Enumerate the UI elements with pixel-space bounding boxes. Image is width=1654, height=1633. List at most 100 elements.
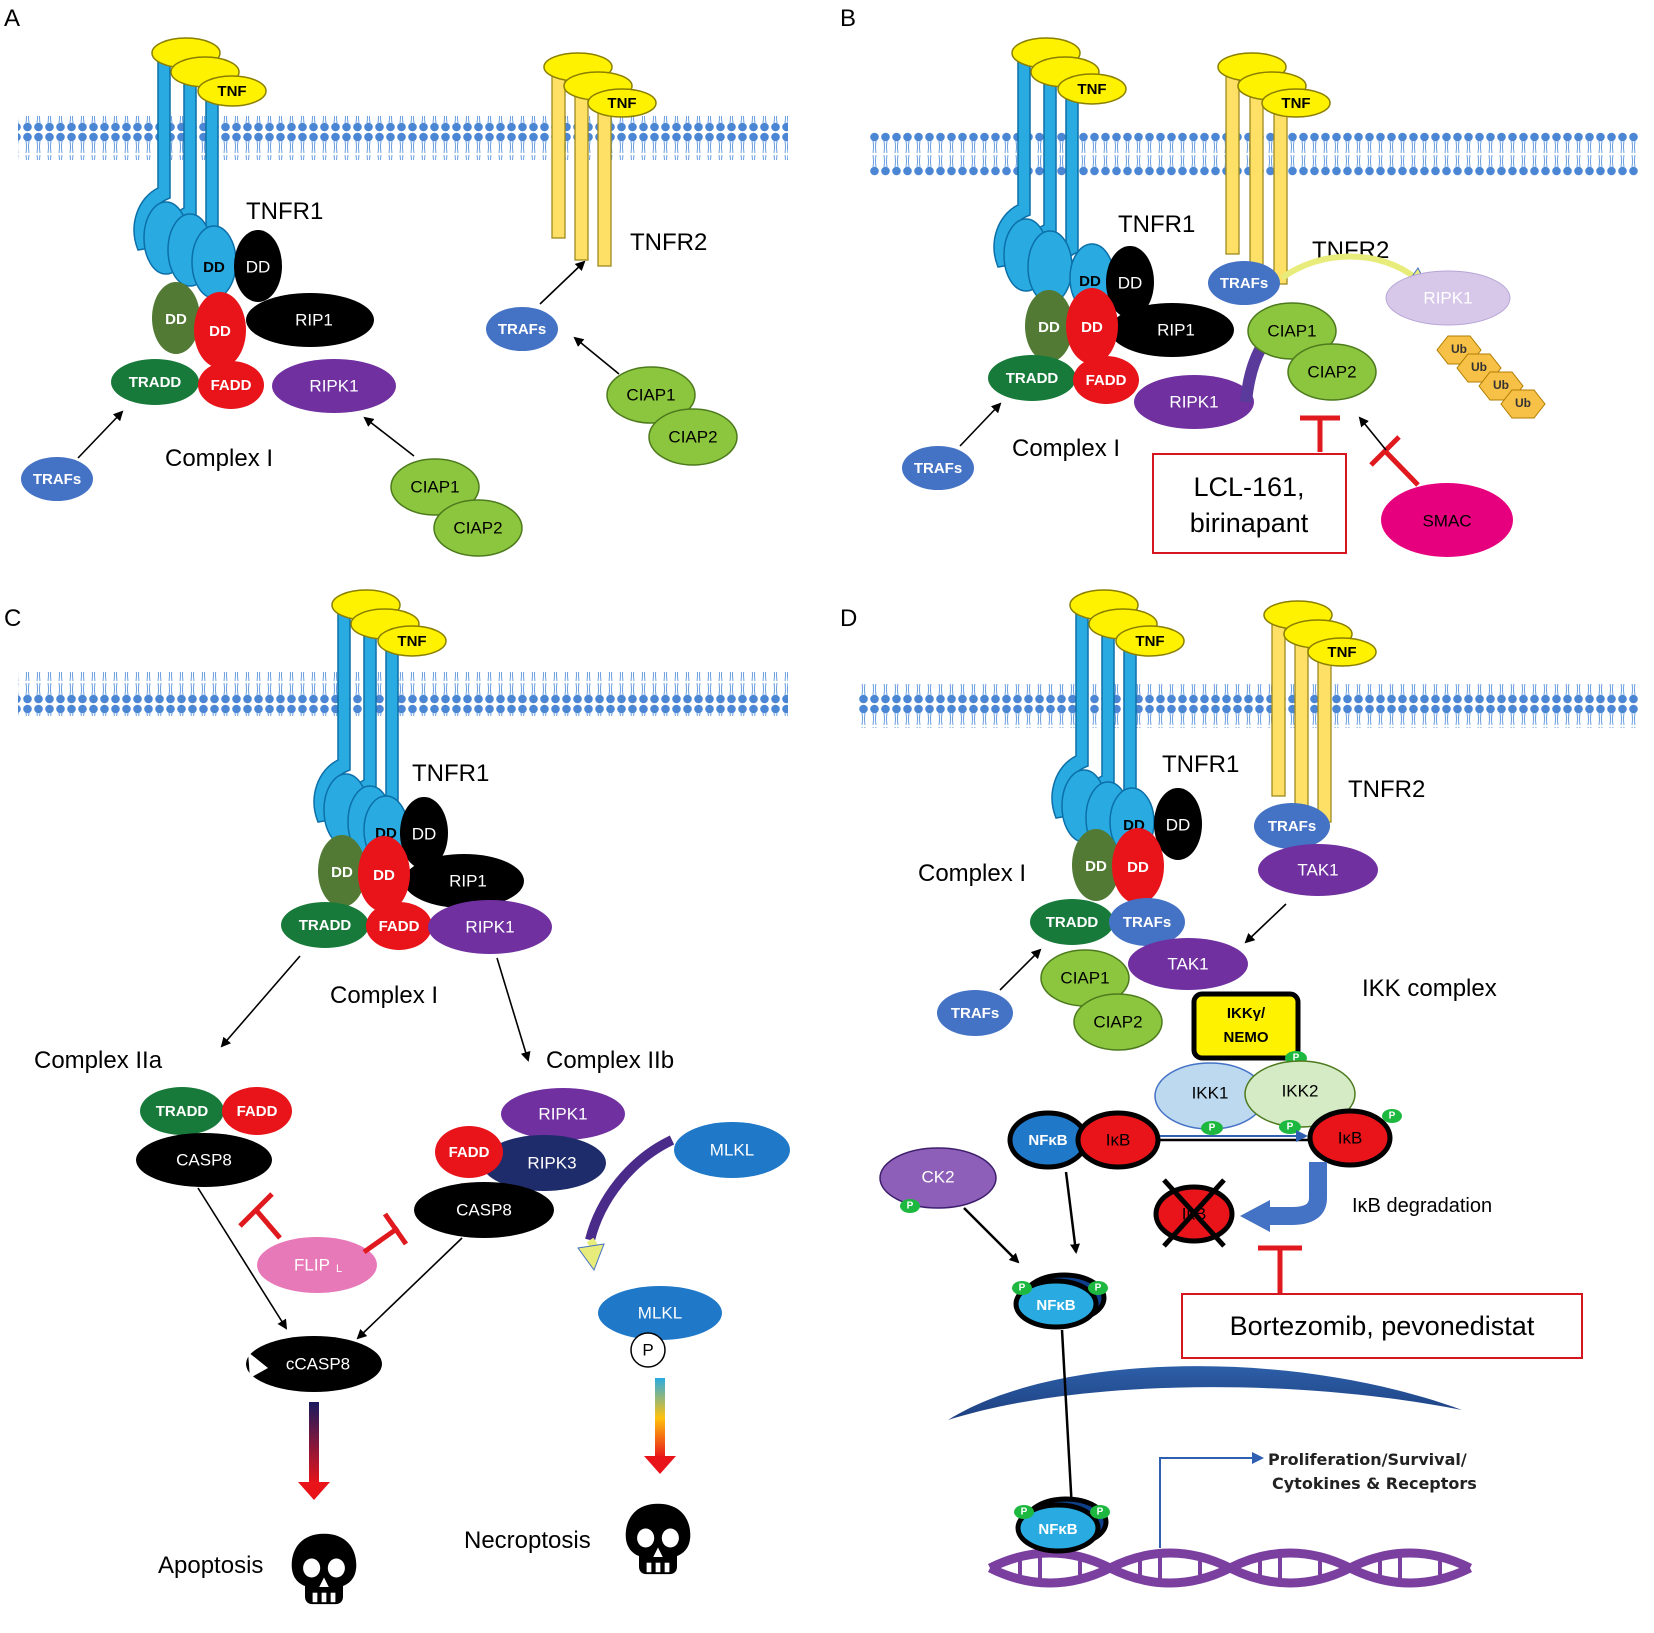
- svg-text:P: P: [907, 1201, 914, 1212]
- dd-red: DD: [1066, 288, 1118, 364]
- svg-text:TRADD: TRADD: [299, 917, 352, 934]
- mlkl-phosphorylated: MLKL: [598, 1286, 722, 1340]
- complex-iia-label: Complex IIa: [34, 1047, 163, 1074]
- ripk1: RIPK1: [272, 359, 396, 413]
- trafs-a2: TRAFs: [486, 307, 558, 351]
- outcome-line-2: Cytokines & Receptors: [1272, 1474, 1477, 1493]
- drug-name-d: Bortezomib, pevonedistat: [1230, 1311, 1535, 1341]
- arrow: [77, 410, 124, 459]
- svg-text:Ub: Ub: [1493, 378, 1509, 392]
- svg-text:RIP1: RIP1: [295, 310, 333, 329]
- arrow-to-nucleus: [1060, 1329, 1077, 1512]
- ripk1-ubiquitinated: RIPK1: [1385, 270, 1511, 326]
- phospho-tag: P: [1090, 1505, 1110, 1519]
- svg-text:CIAP1: CIAP1: [1060, 968, 1109, 987]
- complex-i-label: Complex I: [918, 860, 1026, 887]
- smac-inhibition-bar: [1369, 435, 1401, 467]
- tnf-trimer: TNF: [331, 589, 447, 657]
- svg-text:TAK1: TAK1: [1297, 860, 1338, 879]
- arrow: [363, 416, 415, 457]
- trafs-d2: TRAFs: [937, 990, 1013, 1036]
- ikk2: IKK2: [1244, 1060, 1356, 1128]
- svg-text:TRAFs: TRAFs: [951, 1005, 999, 1022]
- svg-text:TNF: TNF: [397, 633, 426, 650]
- drug-name-1: LCL-161,: [1193, 472, 1304, 502]
- dd-red: DD: [358, 836, 410, 912]
- svg-text:DD: DD: [1038, 319, 1060, 336]
- svg-text:TRAFs: TRAFs: [914, 460, 962, 477]
- svg-text:P: P: [1095, 1283, 1102, 1294]
- ikk-gamma-nemo: IKKγ/ NEMO: [1191, 991, 1301, 1061]
- tradd: TRADD: [988, 355, 1076, 401]
- svg-text:RIP1: RIP1: [1157, 320, 1195, 339]
- svg-text:FADD: FADD: [379, 918, 420, 935]
- svg-text:TNF: TNF: [1135, 633, 1164, 650]
- dd-red: DD: [194, 292, 246, 368]
- drug-box-d: [1181, 1293, 1583, 1359]
- svg-text:TNF: TNF: [1327, 644, 1356, 661]
- tnfr1-label: TNFR1: [1162, 751, 1239, 778]
- arrow: [963, 1207, 1020, 1264]
- dd-black: DD: [400, 797, 448, 869]
- tradd-iia: TRADD: [140, 1087, 224, 1135]
- svg-text:TNF: TNF: [607, 95, 636, 112]
- ciap1-d: CIAP1: [1040, 949, 1130, 1007]
- svg-text:P: P: [1097, 1507, 1104, 1518]
- ikb-phosphorylated: IκB: [1307, 1108, 1393, 1168]
- svg-text:CIAP2: CIAP2: [1307, 362, 1356, 381]
- svg-text:IKK2: IKK2: [1282, 1081, 1319, 1100]
- tnfr1-receptor: DD: [313, 611, 409, 865]
- tnf-trimer: TNF: [543, 52, 657, 118]
- svg-text:P: P: [1293, 1053, 1300, 1064]
- svg-text:CIAP2: CIAP2: [1093, 1012, 1142, 1031]
- ripk1: RIPK1: [1134, 375, 1254, 429]
- svg-text:DD: DD: [412, 824, 437, 843]
- svg-text:NFκB: NFκB: [1038, 1521, 1077, 1538]
- smac-inhibition: [1383, 449, 1420, 487]
- svg-text:RIPK1: RIPK1: [309, 376, 358, 395]
- skull-icon: [625, 1503, 691, 1575]
- svg-text:RIP1: RIP1: [449, 871, 487, 890]
- svg-text:CIAP2: CIAP2: [453, 518, 502, 537]
- transcription-arrow: [1159, 1452, 1264, 1548]
- tnf-label: TNF: [217, 83, 246, 100]
- svg-text:Ub: Ub: [1451, 342, 1467, 356]
- svg-text:MLKL: MLKL: [710, 1140, 754, 1159]
- mlkl: MLKL: [674, 1122, 790, 1178]
- ciap2-d: CIAP2: [1073, 993, 1163, 1051]
- rip1: RIP1: [404, 854, 524, 908]
- svg-text:CIAP2: CIAP2: [668, 427, 717, 446]
- svg-text:IκB: IκB: [1338, 1128, 1363, 1147]
- svg-text:CASP8: CASP8: [176, 1150, 232, 1169]
- ck2: CK2: [879, 1147, 997, 1209]
- dd-label: DD: [203, 259, 225, 276]
- tnf-trimer: TNF: [151, 37, 267, 107]
- tnfr1-receptor: DD: [133, 59, 237, 299]
- fadd-iib: FADD: [435, 1126, 503, 1178]
- trafs-d3: TRAFs: [1254, 803, 1330, 849]
- complex-i-label: Complex I: [165, 445, 273, 472]
- skull-icon: [291, 1533, 357, 1605]
- phospho-tag: P: [1088, 1281, 1108, 1295]
- arrow: [999, 948, 1042, 991]
- svg-text:RIPK1: RIPK1: [538, 1104, 587, 1123]
- svg-text:DD: DD: [1085, 858, 1107, 875]
- tnfr2-receptor: [1225, 67, 1288, 285]
- degradation-arrow: [1270, 1162, 1327, 1225]
- svg-text:DD: DD: [1166, 815, 1191, 834]
- ripk3-iib: RIPK3: [482, 1135, 606, 1191]
- tnfr2-label: TNFR2: [1348, 776, 1425, 803]
- panel-c: C DD TNF TNFR1 DD RIP1 DD DD TRADD FADD …: [4, 589, 790, 1605]
- necroptosis-arrow-shaft: [655, 1378, 665, 1458]
- svg-text:FADD: FADD: [237, 1103, 278, 1120]
- svg-text:MLKL: MLKL: [638, 1303, 682, 1322]
- svg-text:TNF: TNF: [1281, 95, 1310, 112]
- tnfr1-label: TNFR1: [1118, 211, 1195, 238]
- ripk1: RIPK1: [428, 900, 552, 954]
- phospho-tag: P: [900, 1199, 920, 1213]
- svg-text:TRAFs: TRAFs: [1123, 914, 1171, 931]
- dd-green: DD: [1072, 829, 1120, 901]
- arrow: [356, 1237, 463, 1340]
- apoptosis-label: Apoptosis: [158, 1552, 263, 1579]
- svg-text:DD: DD: [1081, 319, 1103, 336]
